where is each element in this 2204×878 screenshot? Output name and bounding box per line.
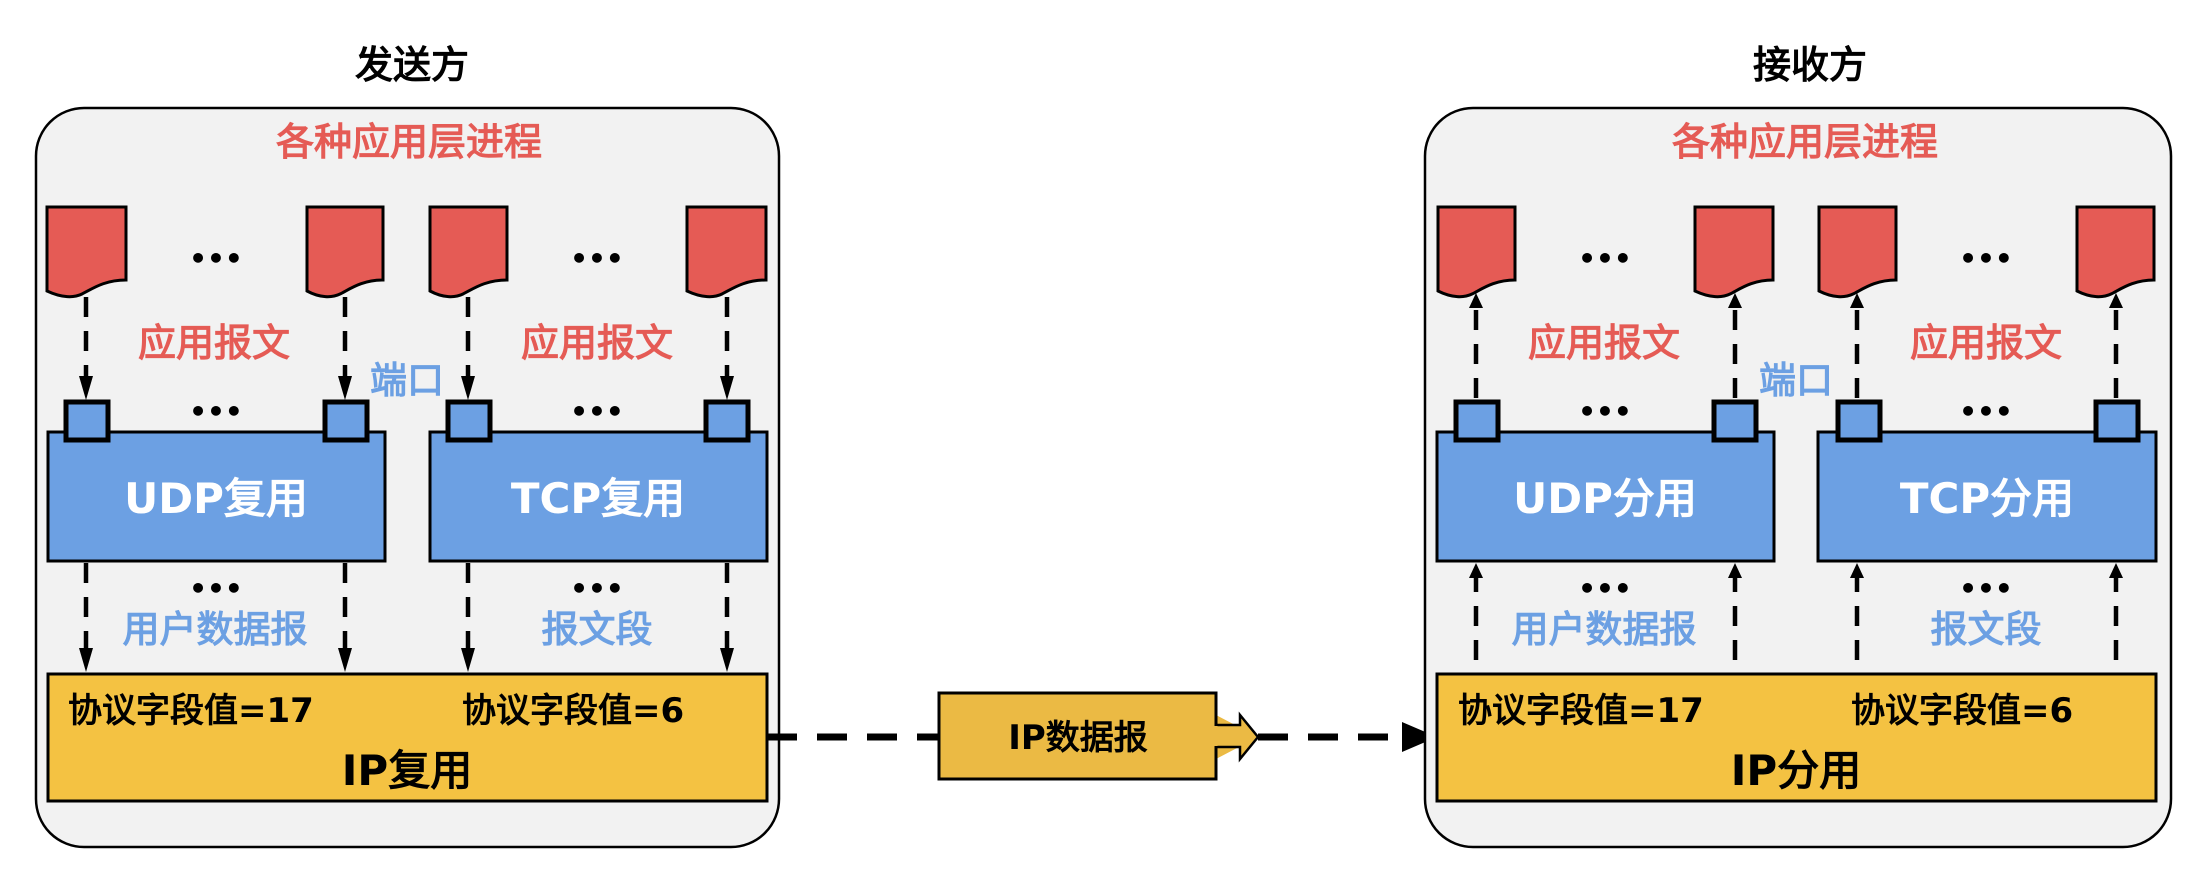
receiver-app-message-doc-icon — [1693, 205, 1775, 299]
arrowhead-up-icon — [2109, 563, 2123, 578]
arrowhead-down-icon — [79, 648, 93, 672]
sender-title: 发送方 — [355, 43, 469, 87]
sender-udp-mux-box — [46, 430, 387, 563]
sender-udp-mux-label: UDP复用 — [124, 474, 308, 523]
receiver-port-label: 端口 — [1759, 359, 1833, 402]
sender-udp-protocol-value: 协议字段值=17 — [68, 691, 314, 731]
arrowhead-down-icon — [338, 648, 352, 672]
receiver-title: 接收方 — [1753, 43, 1867, 87]
sender-tcp-unit-label: 报文段 — [542, 608, 653, 651]
arrowhead-up-icon — [1728, 563, 1742, 578]
sender-port-icon — [445, 399, 493, 443]
sender-port-icon — [322, 399, 370, 443]
receiver-port-icon — [2093, 399, 2141, 443]
sender-ip-mux-box — [46, 672, 769, 803]
sender-port-icon — [63, 399, 111, 443]
arrowhead-down-icon — [338, 376, 352, 400]
arrowhead-up-icon — [1469, 563, 1483, 578]
sender-tcp-mux-box — [428, 430, 769, 563]
sender-doc-ellipsis: ••• — [189, 242, 243, 275]
block-arrow-icon — [1216, 711, 1260, 763]
receiver-port-icon — [1711, 399, 1759, 443]
sender-app-message-label: 应用报文 — [138, 321, 290, 365]
receiver-port-ellipsis: ••• — [1959, 395, 2013, 428]
sender-app-message-label: 应用报文 — [521, 321, 673, 365]
sender-host-box — [34, 106, 781, 849]
receiver-host-box — [1423, 106, 2173, 849]
sender-app-processes-label: 各种应用层进程 — [276, 120, 542, 164]
receiver-ip-demux-box — [1435, 672, 2158, 803]
receiver-port-to-app-arrows — [1469, 293, 2123, 398]
receiver-udp-unit-label: 用户数据报 — [1512, 608, 1697, 651]
receiver-panel: 接收方 各种应用层进程 ••• ••• 应用报文 应用报文 端口 UDP分用 T… — [1423, 43, 2173, 849]
receiver-ip-to-transport-arrows — [1469, 563, 2123, 660]
receiver-port-icon — [1453, 399, 1501, 443]
receiver-tcp-unit-label: 报文段 — [1931, 608, 2042, 651]
receiver-doc-ellipsis: ••• — [1578, 242, 1632, 275]
sender-port-icon — [703, 399, 751, 443]
receiver-app-processes-label: 各种应用层进程 — [1672, 120, 1938, 164]
receiver-tcp-demux-box — [1816, 430, 2158, 563]
receiver-segment-ellipsis: ••• — [1959, 572, 2013, 605]
receiver-port-ellipsis: ••• — [1578, 395, 1632, 428]
sender-port-ellipsis: ••• — [189, 395, 243, 428]
receiver-app-message-doc-icon — [1436, 205, 1517, 299]
arrowhead-up-icon — [1850, 293, 1864, 308]
sender-tcp-protocol-value: 协议字段值=6 — [462, 691, 684, 731]
sender-transport-to-ip-arrows — [79, 563, 734, 672]
sender-app-message-doc-icon — [428, 205, 509, 299]
receiver-udp-demux-box — [1435, 430, 1776, 563]
arrowhead-down-icon — [720, 648, 734, 672]
sender-port-ellipsis: ••• — [570, 395, 624, 428]
arrowhead-down-icon — [461, 648, 475, 672]
arrowhead-up-icon — [1728, 293, 1742, 308]
arrowhead-down-icon — [720, 376, 734, 400]
arrowhead-down-icon — [461, 376, 475, 400]
receiver-doc-ellipsis: ••• — [1959, 242, 2013, 275]
sender-tcp-mux-label: TCP复用 — [511, 474, 685, 523]
receiver-app-message-label: 应用报文 — [1910, 321, 2062, 365]
sender-doc-ellipsis: ••• — [570, 242, 624, 275]
receiver-tcp-protocol-value: 协议字段值=6 — [1851, 691, 2073, 731]
sender-app-to-port-arrows — [79, 297, 734, 400]
arrowhead-up-icon — [1469, 293, 1483, 308]
receiver-app-message-doc-icon — [2075, 205, 2156, 299]
sender-panel: 发送方 各种应用层进程 ••• ••• 应用报文 应用报文 端口 UDP复用 T… — [34, 43, 781, 849]
sender-app-message-doc-icon — [685, 205, 768, 299]
receiver-udp-protocol-value: 协议字段值=17 — [1458, 691, 1704, 731]
sender-port-label: 端口 — [370, 359, 444, 402]
ip-datagram-box — [937, 691, 1218, 781]
sender-segment-ellipsis: ••• — [570, 572, 624, 605]
ip-datagram-label: IP数据报 — [1008, 718, 1148, 758]
sender-ip-mux-label: IP复用 — [342, 746, 472, 795]
sender-app-message-doc-icon — [45, 205, 128, 299]
ip-datagram-transfer: IP数据报 — [767, 691, 1437, 781]
arrowhead-down-icon — [79, 376, 93, 400]
receiver-app-message-label: 应用报文 — [1528, 321, 1680, 365]
receiver-app-message-doc-icon — [1817, 205, 1898, 299]
receiver-port-icon — [1835, 399, 1883, 443]
receiver-tcp-demux-label: TCP分用 — [1900, 474, 2074, 523]
arrowhead-up-icon — [2109, 293, 2123, 308]
arrowhead-up-icon — [1850, 563, 1864, 578]
sender-app-message-doc-icon — [305, 205, 385, 299]
receiver-segment-ellipsis: ••• — [1578, 572, 1632, 605]
receiver-ip-demux-label: IP分用 — [1731, 746, 1861, 795]
sender-segment-ellipsis: ••• — [189, 572, 243, 605]
receiver-udp-demux-label: UDP分用 — [1513, 474, 1697, 523]
sender-udp-unit-label: 用户数据报 — [123, 608, 308, 651]
arrowhead-right-icon — [1402, 722, 1437, 752]
